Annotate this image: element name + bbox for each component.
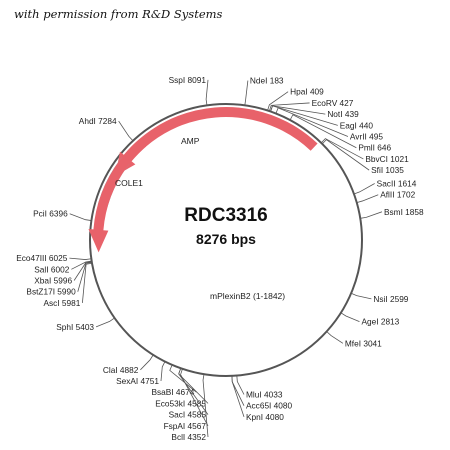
site-label-bbvci: BbvCI 1021 — [365, 154, 409, 164]
site-label-sspi: SspI 8091 — [169, 75, 207, 85]
site-line-pcii — [69, 213, 92, 221]
site-label-bsabi: BsaBI 4674 — [151, 387, 194, 397]
site-label-sfii: SfiI 1035 — [371, 165, 404, 175]
site-label-pmli: PmlI 646 — [358, 143, 391, 153]
site-line-bbvci — [320, 138, 364, 160]
site-label-noti: NotI 439 — [327, 109, 359, 119]
site-line-mfei — [326, 331, 344, 344]
site-label-mfei: MfeI 3041 — [345, 338, 382, 348]
site-line-asci — [82, 262, 93, 303]
site-label-eagi: EagI 440 — [340, 120, 374, 130]
site-line-ahdi — [118, 120, 134, 142]
feature-label-mplexinb2: mPlexinB2 (1-1842) — [210, 291, 285, 301]
site-line-mlui — [236, 375, 245, 395]
site-line-sacii — [353, 183, 375, 195]
site-label-pcii: PciI 6396 — [33, 209, 68, 219]
site-label-sali: SalI 6002 — [34, 264, 69, 274]
site-label-aflii: AflII 1702 — [380, 190, 415, 200]
site-label-clai: ClaI 4882 — [103, 365, 139, 375]
site-line-sspi — [205, 79, 209, 106]
site-line-nsii — [350, 292, 372, 300]
site-label-asci: AscI 5981 — [43, 298, 80, 308]
plasmid-size: 8276 bps — [196, 231, 256, 247]
site-line-clai — [140, 354, 154, 371]
site-line-hpai — [267, 91, 289, 111]
site-label-avrii: AvrII 495 — [350, 132, 383, 142]
site-label-sphi: SphI 5403 — [56, 322, 94, 332]
site-line-sexai — [160, 361, 166, 382]
site-line-bsmi — [360, 211, 383, 219]
site-line-ndei — [244, 80, 249, 106]
site-line-saci — [178, 368, 209, 415]
site-label-ecorv: EcoRV 427 — [312, 98, 354, 108]
site-line-ecorv — [268, 102, 310, 112]
site-label-sexai: SexAI 4751 — [116, 376, 159, 386]
site-label-bsmi: BsmI 1858 — [384, 207, 424, 217]
feature-label-amp: AMP — [181, 136, 200, 146]
site-line-aflii — [356, 194, 379, 203]
plasmid-name: RDC3316 — [184, 205, 267, 226]
site-line-kpni — [231, 375, 245, 418]
site-line-sfii — [321, 139, 370, 171]
site-label-agei: AgeI 2813 — [361, 317, 399, 327]
site-line-xbai — [73, 261, 92, 281]
plasmid-backbone-circle — [89, 103, 363, 377]
site-label-sacii: SacII 1614 — [377, 178, 417, 188]
feature-labels-layer: AMP COLE1 mPlexinB2 (1-1842) — [115, 136, 285, 301]
site-label-kpni: KpnI 4080 — [246, 412, 284, 422]
site-line-fspai — [180, 368, 209, 426]
site-line-agei — [340, 312, 360, 322]
feature-label-cole1: COLE1 — [115, 178, 143, 188]
permission-credit: with permission from R&D Systems — [14, 7, 223, 21]
site-label-acc65i: Acc65I 4080 — [246, 401, 293, 411]
site-line-pmli — [289, 114, 357, 149]
site-line-sphi — [95, 317, 115, 328]
features-layer — [88, 107, 318, 253]
site-label-xbai: XbaI 5996 — [34, 276, 72, 286]
site-label-fspai: FspAI 4567 — [164, 421, 207, 431]
feature-mplexinb2-1-1842 — [88, 107, 318, 253]
site-label-saci: SacI 4585 — [169, 410, 207, 420]
site-line-avrii — [275, 107, 349, 137]
site-line-sali — [71, 260, 92, 270]
site-label-hpai: HpaI 409 — [290, 87, 324, 97]
site-line-eco47iii — [69, 257, 92, 260]
site-label-bcli: BclI 4352 — [171, 432, 206, 442]
site-label-bstz17i: BstZ17I 5990 — [26, 287, 76, 297]
site-label-nsii: NsiI 2599 — [373, 294, 408, 304]
site-line-bsabi — [169, 364, 197, 393]
site-label-eco53ki: Eco53kI 4585 — [155, 398, 206, 408]
site-label-mlui: MluI 4033 — [246, 389, 283, 399]
site-label-ahdi: AhdI 7284 — [79, 116, 117, 126]
site-line-bstz17i — [77, 261, 92, 292]
site-label-ndei: NdeI 183 — [250, 76, 284, 86]
site-line-bcli — [202, 374, 209, 438]
site-label-eco47iii: Eco47III 6025 — [16, 253, 68, 263]
site-line-eagi — [270, 105, 338, 126]
